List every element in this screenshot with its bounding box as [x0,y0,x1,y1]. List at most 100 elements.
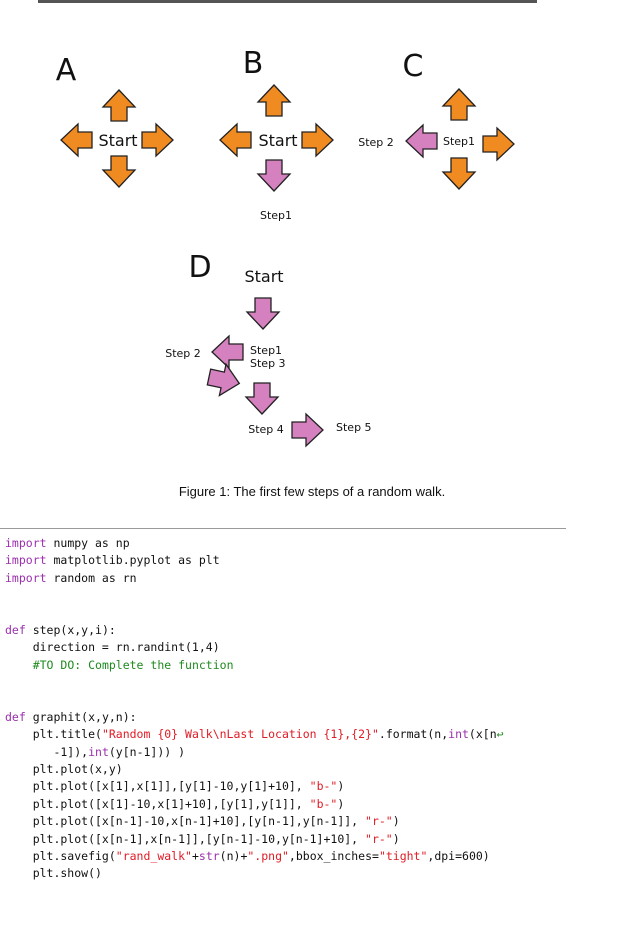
code-line: -1]),int(y[n-1])) ) [5,744,504,761]
code-line [5,605,504,622]
code-line [5,587,504,604]
code-token: ,dpi=600) [427,849,490,864]
code-token: "tight" [378,849,428,864]
code-token: -1]), [5,744,89,759]
panel-d-step3-label: Step 3 [250,357,286,370]
code-token: plt.plot([x[n-1]-10,x[n-1]+10],[y[n-1],y… [5,814,366,829]
code-line: plt.plot([x[1]-10,x[1]+10],[y[1],y[1]], … [5,796,504,813]
arrow-down-icon [102,155,136,188]
panel-b-start-label: Start [258,131,297,150]
top-rule [38,0,537,3]
code-line: import random as rn [5,570,504,587]
code-token: ) [392,831,400,846]
arrow-up-icon [257,84,291,117]
code-line: plt.savefig("rand_walk"+str(n)+".png",bb… [5,848,504,865]
panel-b: B Start Step1 [219,46,334,222]
code-line: def step(x,y,i): [5,622,504,639]
arrow-right-icon [301,123,334,157]
code-token: int [88,744,109,759]
panel-d-start-label: Start [244,267,283,286]
code-divider [0,528,566,529]
code-token: direction = rn.randint(1,4) [5,640,220,655]
arrow-up-icon [102,89,136,122]
arrow-right-pink-icon [205,360,244,400]
code-token: .format(n, [378,727,449,742]
code-token: plt.plot([x[1],x[1]],[y[1]-10,y[1]+10], [5,779,310,794]
code-token: plt.show() [5,866,102,881]
panel-a-letter: A [56,53,77,88]
arrow-left-icon [219,123,252,157]
code-line: plt.title("Random {0} Walk\nLast Locatio… [5,726,504,743]
panel-d-step1-label: Step1 [250,344,282,357]
panel-d: D Start Step1 Step 3 Step 2 Step 4 Step … [165,250,372,447]
arrow-right-icon [482,127,515,161]
code-token: def [5,709,26,724]
arrow-right-pink-icon [291,413,324,447]
code-token: ) [337,779,345,794]
code-token: "rand_walk" [115,849,192,864]
arrow-down-pink-icon [245,382,279,415]
code-token: (y[n-1])) ) [108,744,186,759]
code-token: (x[n [468,727,497,742]
code-token: + [191,849,199,864]
arrow-down-icon [442,157,476,190]
code-line: plt.show() [5,865,504,882]
code-line [5,692,504,709]
code-token: step(x,y,i): [25,622,116,637]
panel-a-start-label: Start [98,131,137,150]
code-token: "r-" [365,814,393,829]
panel-d-letter: D [188,250,211,285]
code-token: "Random {0} Walk\nLast Location {1},{2}" [101,727,379,742]
code-token: ↩ [496,727,504,742]
code-token: ) [337,796,345,811]
arrow-left-icon [60,123,93,157]
panel-c-letter: C [403,49,424,84]
panel-c: C Step1 Step 2 [358,49,515,190]
panel-c-step1-label: Step1 [443,135,475,148]
code-token: #TO DO: Complete the function [32,657,234,672]
random-walk-figure: A Start B Start Step1 C Step1 Step 2 D S… [56,46,515,447]
panel-c-step2-label: Step 2 [358,136,394,149]
code-token: "r-" [365,831,393,846]
code-token: "b-" [309,779,338,794]
panel-b-step1-label: Step1 [260,209,292,222]
code-line: direction = rn.randint(1,4) [5,639,504,656]
panel-d-step4-label: Step 4 [248,423,284,436]
panel-b-letter: B [243,46,264,81]
code-token: plt.plot([x[1]-10,x[1]+10],[y[1],y[1]], [5,796,310,811]
code-token: ,bbox_inches= [288,849,379,864]
arrow-down-pink-icon [257,159,291,192]
code-line: import matplotlib.pyplot as plt [5,552,504,569]
code-token: import [5,570,47,585]
code-token: ".png" [247,849,289,864]
code-token: matplotlib.pyplot as plt [46,553,220,568]
code-token: "b-" [309,796,338,811]
code-line: plt.plot(x,y) [5,761,504,778]
code-token: ) [392,814,400,829]
code-token: numpy as np [46,536,130,550]
arrow-down-pink-icon [246,297,280,330]
arrow-left-pink-icon [211,335,244,369]
panel-d-step2-label: Step 2 [165,347,201,360]
code-token: int [448,727,469,742]
code-line: #TO DO: Complete the function [5,657,504,674]
code-line: import numpy as np [5,535,504,552]
code-line: plt.plot([x[n-1]-10,x[n-1]+10],[y[n-1],y… [5,813,504,830]
figure-caption: Figure 1: The first few steps of a rando… [178,484,446,499]
code-line: plt.plot([x[n-1],x[n-1]],[y[n-1]-10,y[n-… [5,831,504,848]
code-token: plt.plot(x,y) [5,762,123,777]
panel-d-step5-label: Step 5 [336,421,372,434]
code-token: (n)+ [219,849,248,864]
code-token: graphit(x,y,n): [25,709,137,724]
code-token: random as rn [46,570,137,585]
arrow-left-pink-icon [405,124,438,158]
code-line [5,674,504,691]
code-token: str [198,849,220,864]
arrow-right-icon [141,123,174,157]
code-token [5,658,33,672]
code-token: import [5,553,47,568]
code-token: plt.savefig( [5,849,116,864]
code-token: plt.title( [5,727,102,742]
code-line: def graphit(x,y,n): [5,709,504,726]
